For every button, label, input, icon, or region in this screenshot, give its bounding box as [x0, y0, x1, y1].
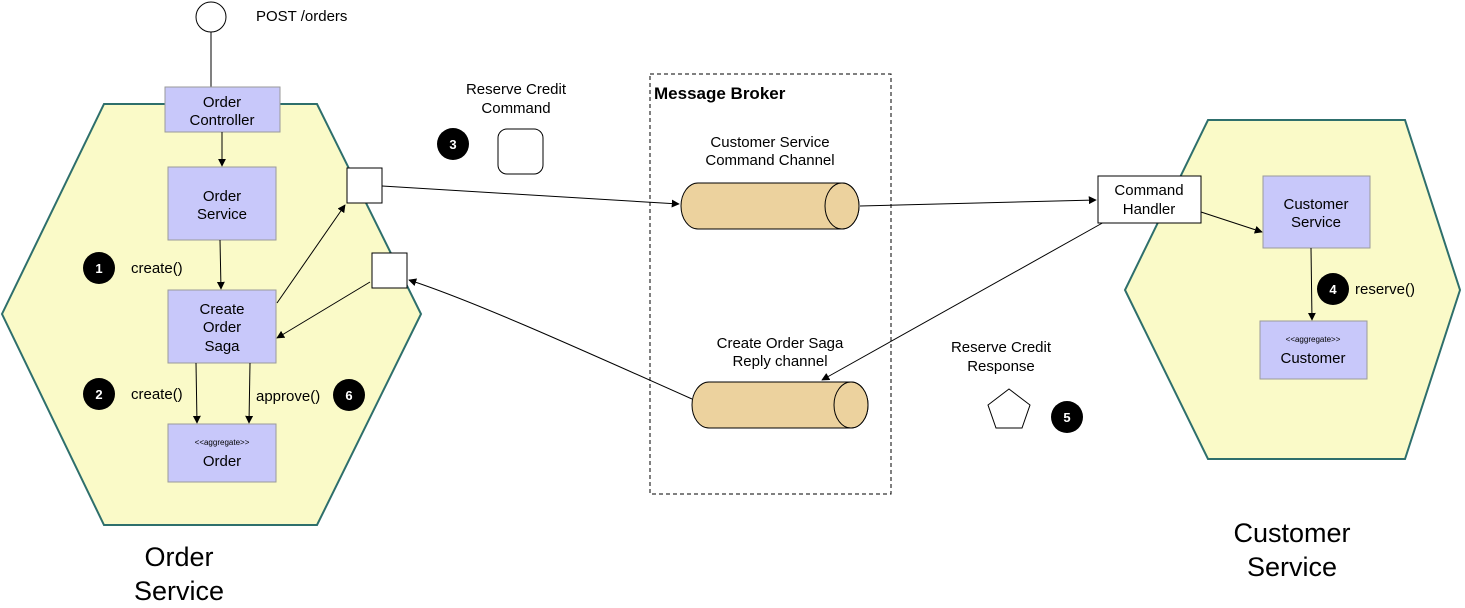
command-handler-line1: Command — [1114, 182, 1183, 199]
step-6-badge — [333, 379, 365, 411]
saga-outbound-port — [346, 167, 383, 204]
command-handler-line2: Handler — [1123, 201, 1176, 218]
post-orders-label: POST /orders — [256, 8, 347, 25]
order-aggregate-box[interactable] — [167, 423, 277, 483]
order-service-box[interactable] — [167, 166, 277, 241]
step-3-number: 3 — [449, 137, 456, 152]
step-2-label: create() — [131, 386, 183, 403]
saga-to-outbound-port-arrow — [276, 204, 346, 304]
client-endpoint-icon — [195, 1, 227, 33]
response-message-icon — [987, 388, 1031, 429]
command-message-line1: Reserve Credit — [466, 81, 567, 98]
customer-service-title-line2: Service — [1247, 552, 1337, 582]
customer-aggregate-name: Customer — [1280, 350, 1345, 367]
reply-channel-cylinder[interactable] — [691, 381, 869, 429]
step-1-number: 1 — [95, 261, 102, 276]
handler-to-reply-channel-arrow — [821, 220, 1107, 381]
reply-channel-line2: Reply channel — [732, 353, 827, 370]
order-controller-box[interactable] — [164, 86, 281, 133]
command-channel-line1: Customer Service — [710, 134, 829, 151]
command-channel-line2: Command Channel — [705, 152, 834, 169]
message-broker-boundary — [649, 73, 892, 495]
command-message-line2: Command — [481, 100, 550, 117]
customer-service-hexagon — [1123, 119, 1462, 460]
step-4-number: 4 — [1329, 282, 1337, 297]
outbound-port-to-command-channel-arrow — [381, 185, 680, 208]
customer-service-title-line1: Customer — [1233, 518, 1350, 548]
step-1-badge — [83, 252, 115, 284]
order-service-title-line1: Order — [144, 542, 213, 572]
step-5-number: 5 — [1063, 410, 1070, 425]
customer-service-line1: Customer — [1283, 196, 1348, 213]
saga-inbound-port — [371, 252, 408, 289]
saga-approve-order-arrow — [245, 362, 254, 424]
order-controller-line1: Order — [203, 94, 241, 111]
order-service-line2: Service — [197, 206, 247, 223]
reply-channel-to-inbound-port-arrow — [408, 278, 693, 400]
step-6-number: 6 — [345, 388, 352, 403]
command-message-icon — [497, 128, 544, 175]
handler-to-customer-service-arrow — [1200, 211, 1263, 234]
service-to-saga-arrow — [216, 239, 225, 290]
step-4-label: reserve() — [1355, 281, 1415, 298]
step-2-number: 2 — [95, 387, 102, 402]
customer-aggregate-stereotype: <<aggregate>> — [1286, 335, 1341, 344]
saga-line1: Create — [199, 301, 244, 318]
command-channel-to-handler-arrow — [859, 196, 1097, 207]
step-4-badge — [1317, 273, 1349, 305]
message-broker-title: Message Broker — [654, 84, 786, 103]
response-message-line2: Response — [967, 358, 1035, 375]
inbound-port-to-saga-arrow — [276, 281, 371, 339]
customer-aggregate-box[interactable] — [1259, 320, 1368, 380]
command-handler-box[interactable] — [1097, 175, 1202, 224]
order-controller-line2: Controller — [189, 112, 254, 129]
customer-service-box[interactable] — [1262, 175, 1371, 249]
order-service-line1: Order — [203, 188, 241, 205]
step-3-badge — [437, 128, 469, 160]
customer-service-to-aggregate-arrow — [1307, 247, 1316, 321]
step-1-label: create() — [131, 260, 183, 277]
step-6-label: approve() — [256, 388, 320, 405]
step-2-badge — [83, 378, 115, 410]
order-aggregate-name: Order — [203, 453, 241, 470]
command-channel-cylinder[interactable] — [680, 182, 860, 230]
reply-channel-line1: Create Order Saga — [717, 335, 844, 352]
order-service-title-line2: Service — [134, 576, 224, 606]
saga-line3: Saga — [204, 338, 240, 355]
response-message-line1: Reserve Credit — [951, 339, 1052, 356]
customer-service-line2: Service — [1291, 214, 1341, 231]
saga-create-order-arrow — [192, 362, 201, 424]
create-order-saga-box[interactable] — [167, 289, 277, 364]
saga-line2: Order — [203, 319, 241, 336]
step-5-badge — [1051, 401, 1083, 433]
order-aggregate-stereotype: <<aggregate>> — [195, 438, 250, 447]
